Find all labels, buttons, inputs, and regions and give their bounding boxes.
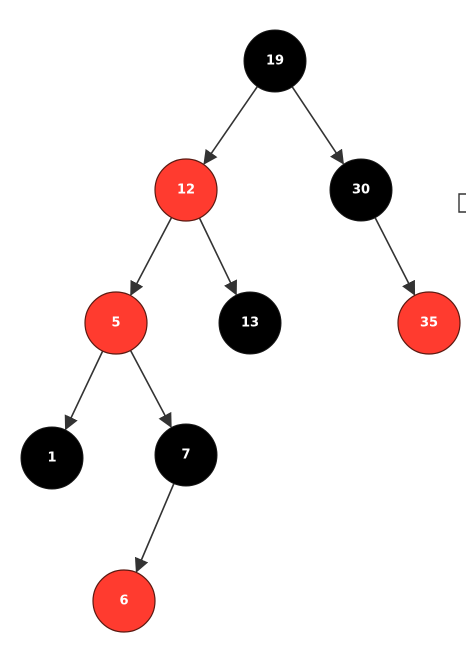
edge-5-to-7 xyxy=(129,350,172,428)
tree-node-5: 5 xyxy=(84,291,148,355)
node-circle-black xyxy=(243,29,307,93)
node-circle-black xyxy=(154,423,218,487)
edges-layer xyxy=(64,86,416,573)
tree-node-13: 13 xyxy=(218,291,282,355)
node-label: 13 xyxy=(241,316,259,331)
node-circle-red xyxy=(154,158,218,222)
node-label: 6 xyxy=(119,594,128,609)
nodes-layer: 19 12 30 5 13 35 1 7 6 xyxy=(20,29,461,633)
tree-node-35: 35 xyxy=(397,291,461,355)
tree-node-19: 19 xyxy=(243,29,307,93)
node-circle-black xyxy=(329,158,393,222)
node-label: 35 xyxy=(420,316,438,331)
node-label: 30 xyxy=(352,183,370,198)
edge-19-to-12 xyxy=(203,86,259,165)
tree-node-1: 1 xyxy=(20,426,84,490)
node-circle-red xyxy=(92,569,156,633)
edge-7-to-6 xyxy=(134,483,175,573)
tree-node-6: 6 xyxy=(92,569,156,633)
edge-12-to-13 xyxy=(198,217,237,296)
tree-node-7: 7 xyxy=(154,423,218,487)
node-circle-red xyxy=(397,291,461,355)
bracket-mark xyxy=(458,193,466,213)
edge-5-to-1 xyxy=(64,350,104,431)
node-label: 5 xyxy=(111,316,120,331)
node-label: 12 xyxy=(177,183,195,198)
node-label: 1 xyxy=(47,451,56,466)
node-label: 7 xyxy=(181,448,190,463)
node-label: 19 xyxy=(266,54,284,69)
node-circle-red xyxy=(84,291,148,355)
tree-node-30: 30 xyxy=(329,158,393,222)
tree-node-12: 12 xyxy=(154,158,218,222)
edge-30-to-35 xyxy=(374,217,416,296)
node-circle-black xyxy=(20,426,84,490)
edge-19-to-30 xyxy=(291,86,344,165)
edge-12-to-5 xyxy=(130,217,173,296)
node-circle-black xyxy=(218,291,282,355)
